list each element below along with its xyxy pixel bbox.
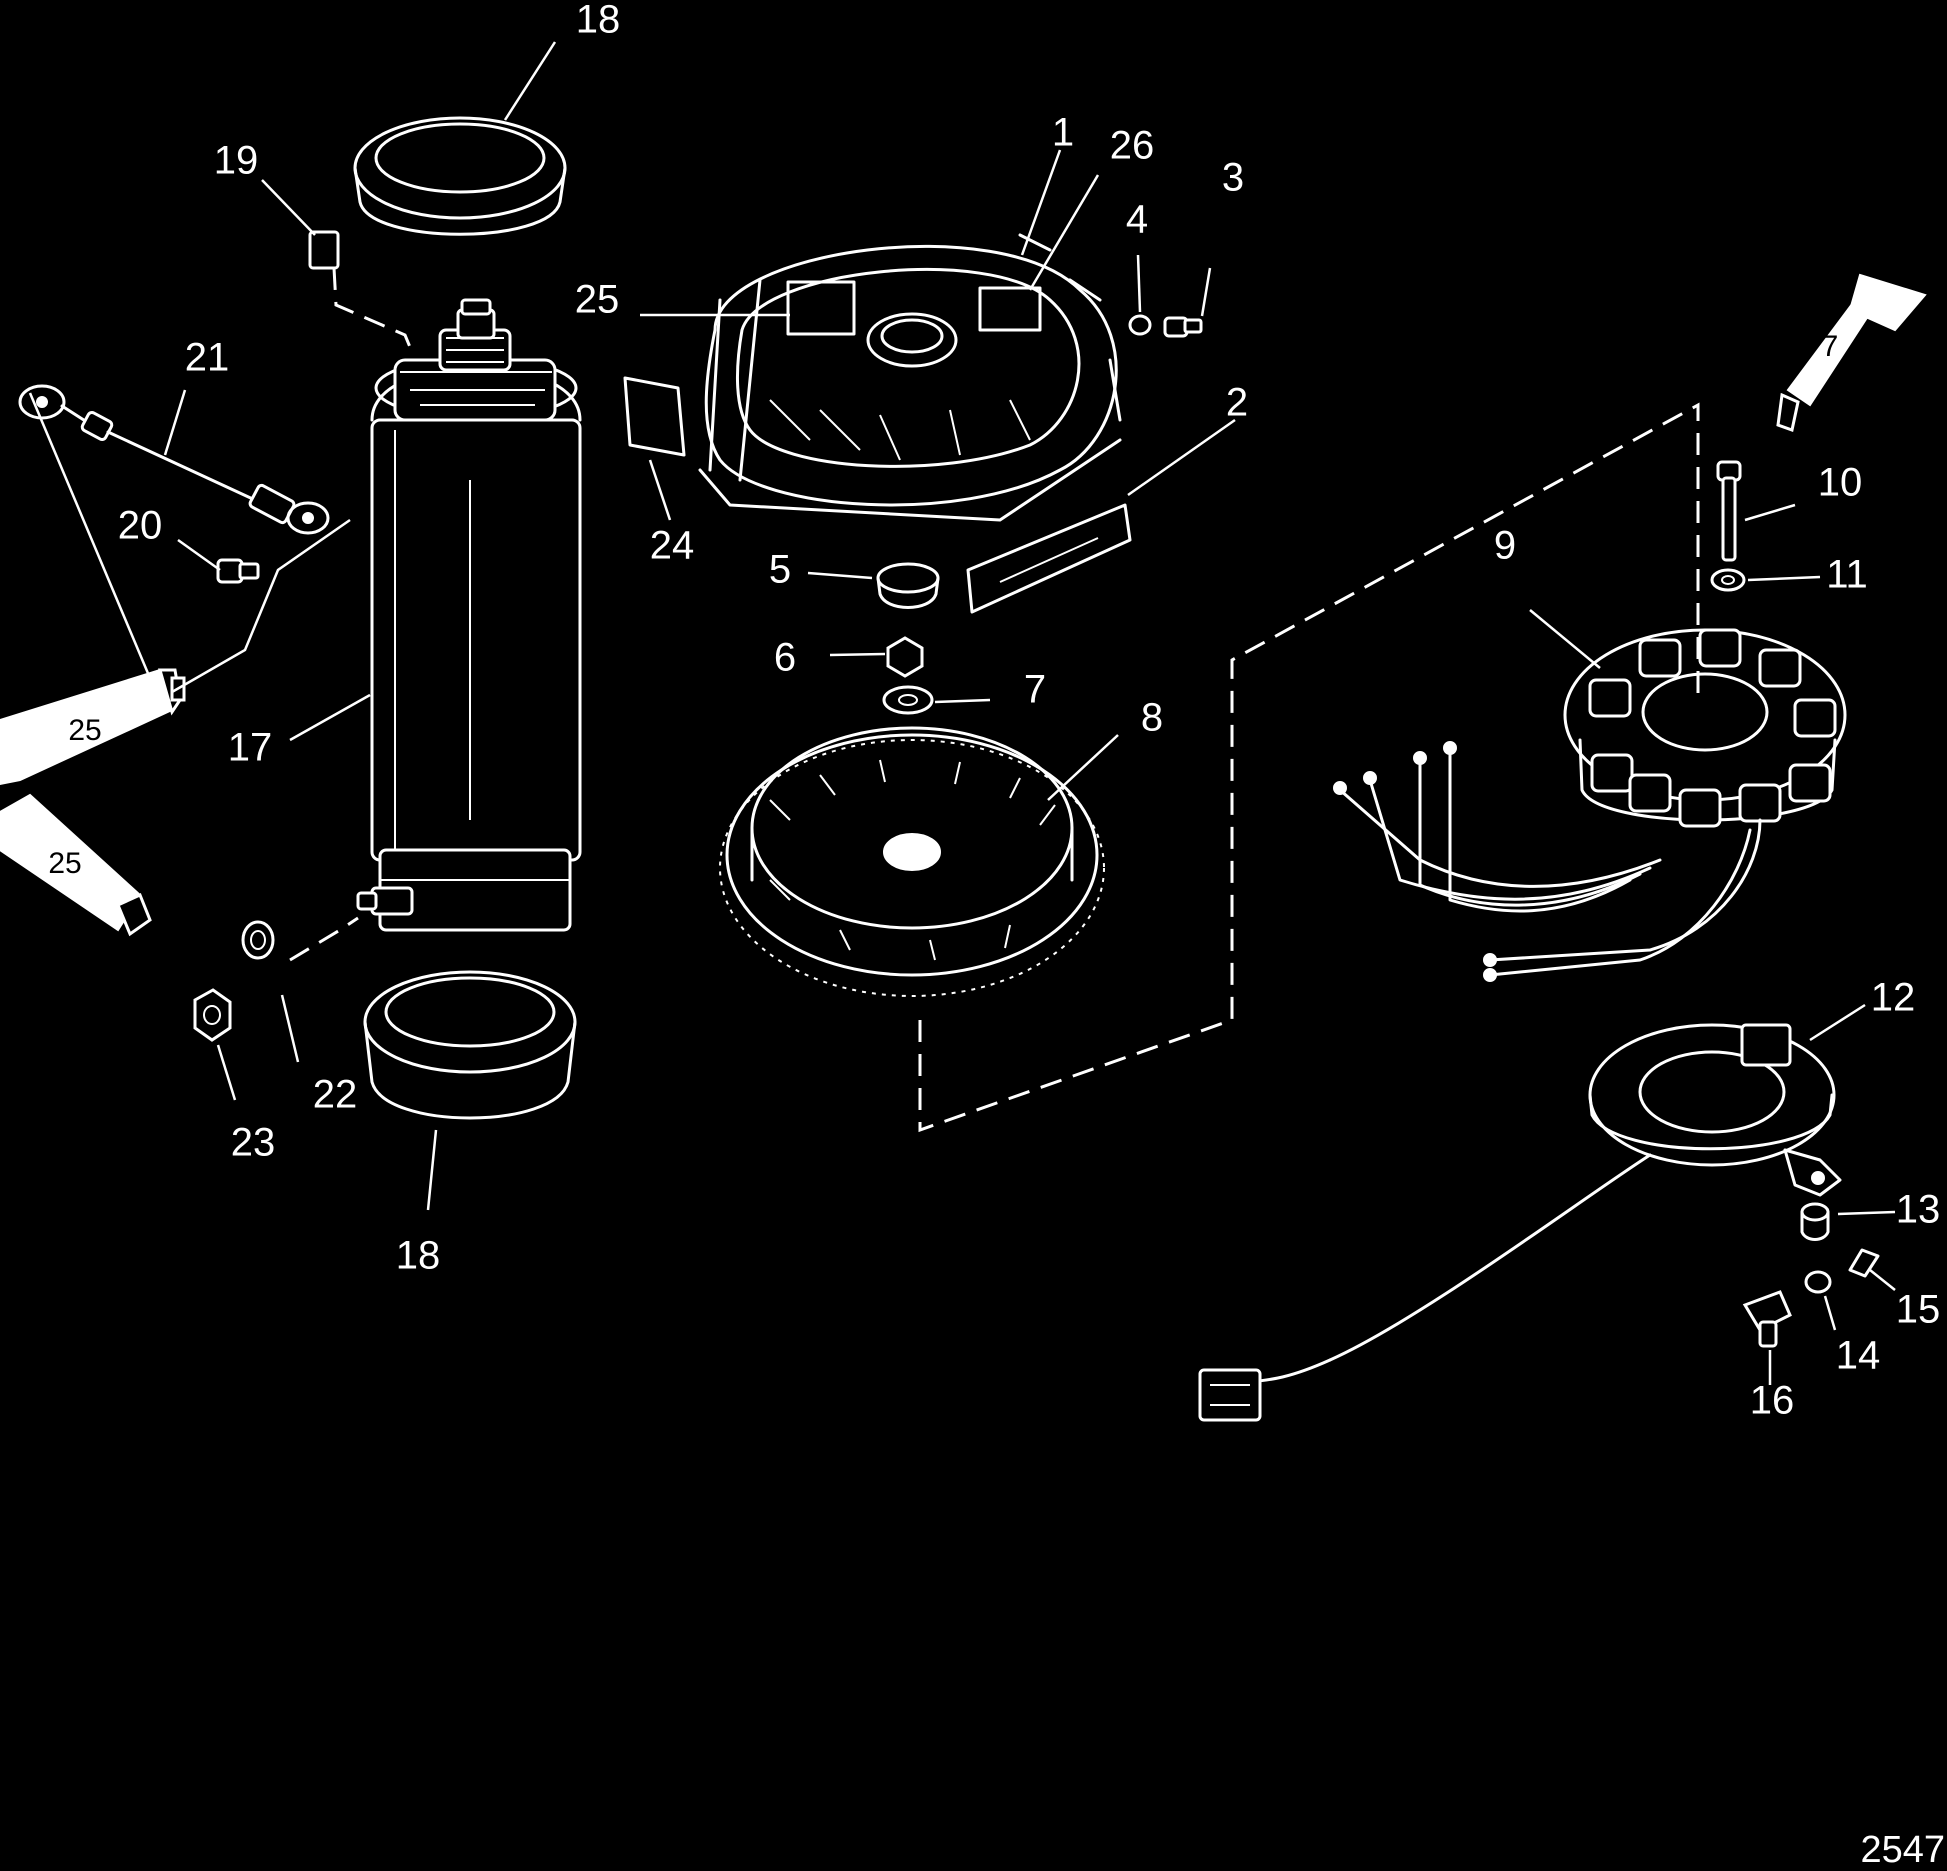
hex-nut — [193, 988, 232, 1042]
tube-label-25-upper: 25 — [68, 714, 101, 747]
flywheel-cover — [698, 233, 1122, 522]
flywheel-nut — [886, 636, 924, 678]
spacer — [1800, 1202, 1830, 1241]
trigger-screw — [1848, 1248, 1880, 1278]
starter-motor — [356, 298, 582, 932]
flywheel-cap — [876, 562, 940, 609]
screw — [216, 558, 260, 584]
callout-labels: 1 2 3 4 5 6 7 8 9 10 11 12 13 14 15 16 1… — [118, 0, 1941, 1423]
timing-strip-slot — [999, 537, 1099, 583]
decal-strip — [623, 376, 686, 457]
callout-20: 20 — [118, 504, 163, 548]
timing-strip — [966, 503, 1132, 614]
callout-18-top: 18 — [576, 0, 621, 42]
callout-18-bottom: 18 — [396, 1234, 441, 1278]
callout-26: 26 — [1110, 124, 1155, 168]
callout-19: 19 — [214, 139, 259, 183]
callout-5: 5 — [769, 548, 791, 592]
bushing-ring-bottom — [363, 970, 577, 1120]
callout-10: 10 — [1818, 461, 1863, 505]
callout-2: 2 — [1226, 381, 1248, 425]
callout-7: 7 — [1024, 668, 1046, 712]
callout-13: 13 — [1896, 1188, 1941, 1232]
tube-label-7: 7 — [1822, 330, 1839, 363]
flywheel-washer — [882, 685, 934, 715]
dash-flywheel-to-stator — [918, 402, 1700, 1133]
callout-23: 23 — [231, 1121, 276, 1165]
callout-15: 15 — [1896, 1288, 1941, 1332]
leader-lines — [28, 41, 1896, 1385]
tube-label-25-lower: 25 — [48, 847, 81, 880]
washer-small — [1128, 314, 1152, 336]
grease-tube-lower: 25 — [0, 793, 152, 937]
callout-16: 16 — [1750, 1379, 1795, 1423]
battery-cable — [18, 384, 330, 535]
callout-11: 11 — [1826, 553, 1868, 597]
callout-24: 24 — [650, 524, 695, 568]
callout-21: 21 — [185, 336, 230, 380]
cover-screw — [1163, 316, 1203, 338]
stator-bolt — [1716, 460, 1742, 562]
trigger-washer — [1804, 1270, 1832, 1294]
lock-washer — [241, 920, 275, 960]
callout-22: 22 — [313, 1073, 358, 1117]
callout-9: 9 — [1494, 524, 1516, 568]
callout-3: 3 — [1222, 156, 1244, 200]
callout-25: 25 — [575, 278, 620, 322]
callout-8: 8 — [1141, 696, 1163, 740]
figure-id: 2547 — [1860, 1829, 1945, 1871]
brush-clip — [308, 230, 414, 353]
callout-12: 12 — [1871, 976, 1916, 1020]
stator-washer — [1710, 568, 1746, 592]
callout-14: 14 — [1836, 1334, 1881, 1378]
dash-nut-to-stud — [289, 916, 359, 962]
bushing-ring-top — [353, 116, 567, 236]
link-rod-clip — [1742, 1290, 1792, 1348]
callout-1: 1 — [1052, 111, 1074, 155]
stator — [1333, 628, 1847, 982]
callout-4: 4 — [1126, 198, 1148, 242]
callout-6: 6 — [774, 636, 796, 680]
sealant-tube: 7 — [1776, 273, 1927, 432]
callout-17: 17 — [228, 726, 273, 770]
flywheel — [719, 726, 1105, 997]
grease-tube-upper: 25 — [0, 668, 186, 786]
trigger-coil — [1198, 1023, 1842, 1422]
